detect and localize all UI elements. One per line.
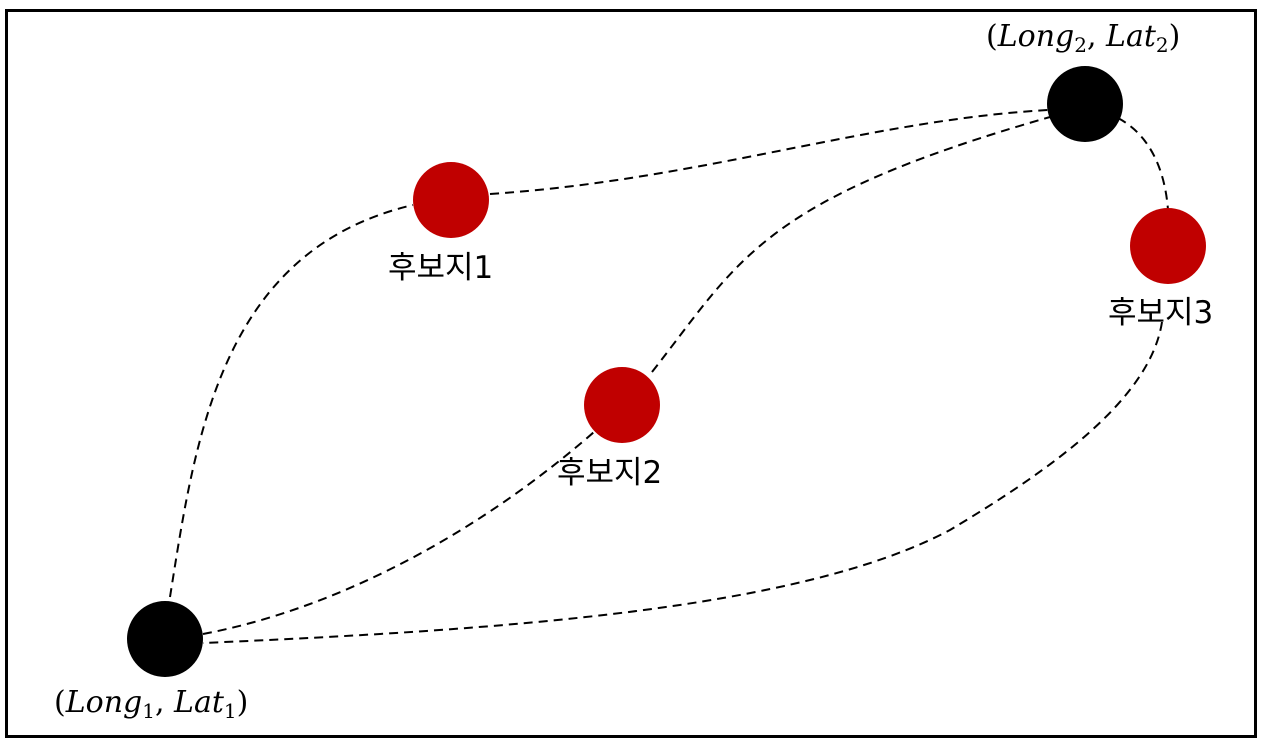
candidate-site-1 [413, 162, 489, 238]
route-end-candidate3 [1117, 117, 1169, 211]
candidate-site-2 [584, 367, 660, 443]
end-point-label: (Long2, Lat2) [986, 19, 1181, 57]
route-start-candidate2 [202, 431, 595, 635]
candidate-label-3: 후보지3 [1108, 295, 1214, 331]
candidate-site-3 [1130, 208, 1206, 284]
route-candidate1-end [489, 109, 1049, 195]
route-candidate2-end [651, 116, 1051, 373]
route-candidate3-start [202, 321, 1163, 644]
end-point [1047, 66, 1123, 142]
route-lines [169, 109, 1169, 644]
candidate-label-2: 후보지2 [557, 455, 663, 491]
start-point [127, 601, 203, 677]
start-point-label: (Long1, Lat1) [54, 685, 249, 723]
route-start-candidate1 [169, 204, 414, 598]
candidate-label-1: 후보지1 [388, 250, 494, 286]
